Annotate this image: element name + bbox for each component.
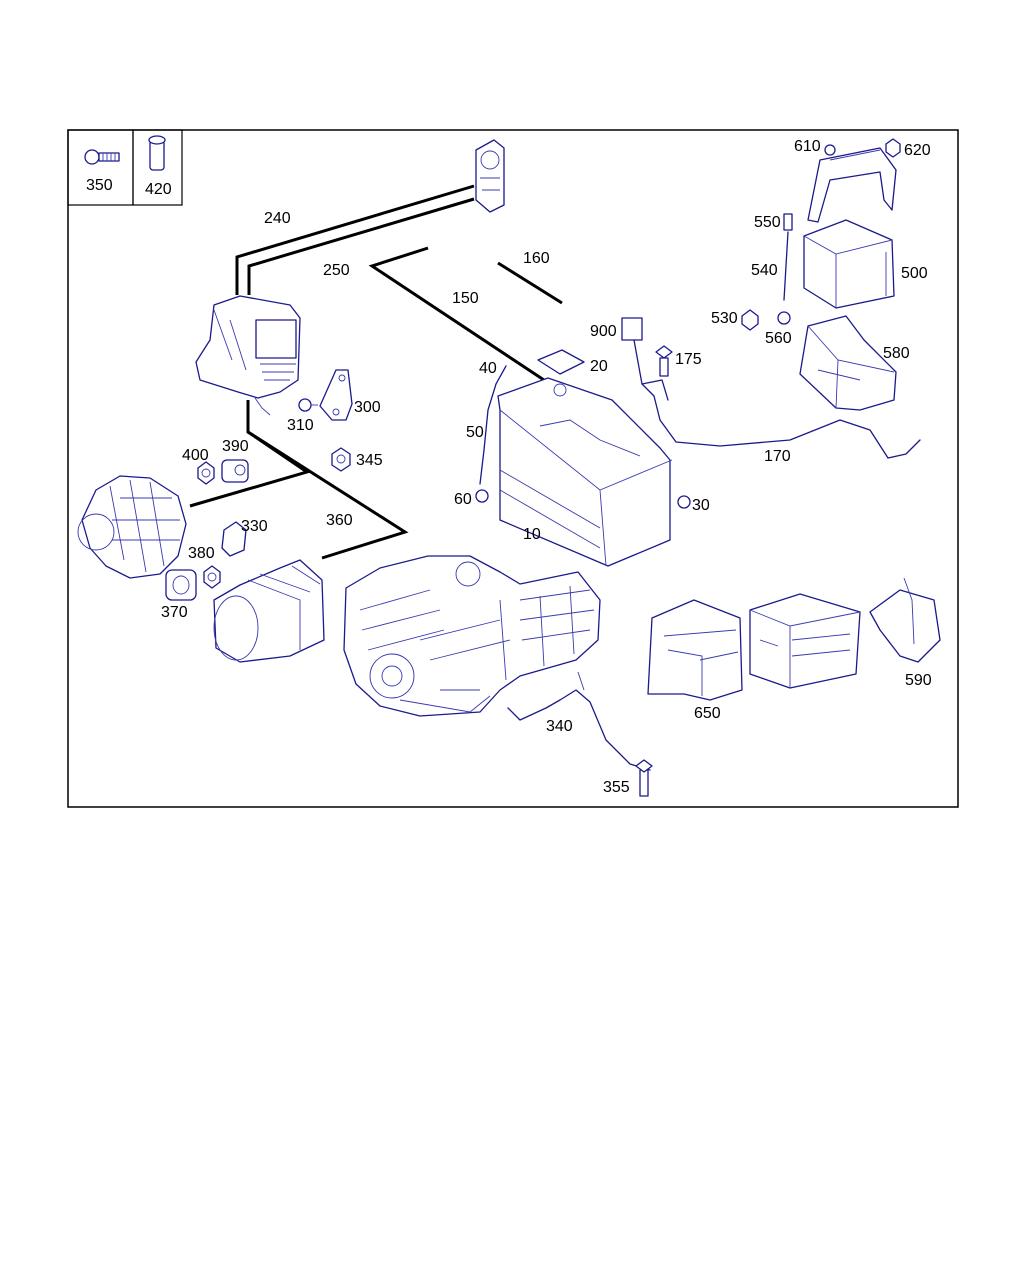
cable-icon[interactable] bbox=[621, 317, 921, 459]
fuse-box-icon[interactable] bbox=[195, 295, 301, 416]
callout-590: 590 bbox=[905, 672, 932, 689]
bolt-icon[interactable] bbox=[655, 345, 673, 377]
callout-340: 340 bbox=[546, 718, 573, 735]
bracket-icon[interactable] bbox=[869, 577, 941, 663]
diagram-frame bbox=[67, 129, 959, 808]
callout-50: 50 bbox=[466, 424, 484, 441]
bolt-icon[interactable] bbox=[777, 213, 793, 325]
callout-60: 60 bbox=[454, 491, 472, 508]
callout-240: 240 bbox=[264, 210, 291, 227]
tray-icon[interactable] bbox=[799, 315, 897, 411]
battery-icon[interactable] bbox=[749, 593, 861, 689]
bolt-icon[interactable] bbox=[635, 759, 653, 797]
cable-icon[interactable] bbox=[507, 671, 651, 771]
callout-560: 560 bbox=[765, 330, 792, 347]
cable-icon[interactable] bbox=[475, 365, 507, 503]
callout-40: 40 bbox=[479, 360, 497, 377]
callout-250: 250 bbox=[323, 262, 350, 279]
leader-lines bbox=[189, 184, 563, 560]
callout-610: 610 bbox=[794, 138, 821, 155]
callout-900: 900 bbox=[590, 323, 617, 340]
callout-20: 20 bbox=[590, 358, 608, 375]
callout-650: 650 bbox=[694, 705, 721, 722]
callout-370: 370 bbox=[161, 604, 188, 621]
callout-30: 30 bbox=[692, 497, 710, 514]
sleeve-icon[interactable] bbox=[165, 569, 197, 601]
cover-icon[interactable] bbox=[647, 599, 743, 701]
alternator-icon[interactable] bbox=[77, 475, 187, 579]
callout-355: 355 bbox=[603, 779, 630, 796]
relay-bracket-icon[interactable] bbox=[475, 139, 505, 213]
bolt-icon[interactable] bbox=[84, 149, 120, 165]
callout-310: 310 bbox=[287, 417, 314, 434]
callout-360: 360 bbox=[326, 512, 353, 529]
battery-icon[interactable] bbox=[803, 219, 895, 309]
callout-400: 400 bbox=[182, 447, 209, 464]
nut-icon[interactable] bbox=[741, 309, 759, 331]
sleeve-icon[interactable] bbox=[221, 459, 249, 483]
nut-icon[interactable] bbox=[331, 447, 351, 472]
callout-420: 420 bbox=[145, 181, 172, 198]
terminal-icon[interactable] bbox=[221, 521, 247, 557]
callout-620: 620 bbox=[904, 142, 931, 159]
nut-icon[interactable] bbox=[298, 398, 318, 412]
nut-icon[interactable] bbox=[203, 565, 221, 589]
cover-icon[interactable] bbox=[537, 349, 585, 375]
callout-345: 345 bbox=[356, 452, 383, 469]
callout-390: 390 bbox=[222, 438, 249, 455]
callout-540: 540 bbox=[751, 262, 778, 279]
callout-10: 10 bbox=[523, 526, 541, 543]
engine-icon[interactable] bbox=[343, 555, 601, 717]
callout-170: 170 bbox=[764, 448, 791, 465]
callout-580: 580 bbox=[883, 345, 910, 362]
callout-175: 175 bbox=[675, 351, 702, 368]
nut-icon[interactable] bbox=[677, 495, 691, 509]
callout-380: 380 bbox=[188, 545, 215, 562]
nut-icon[interactable] bbox=[824, 144, 836, 156]
callout-500: 500 bbox=[901, 265, 928, 282]
sleeve-icon[interactable] bbox=[148, 135, 166, 171]
nut-icon[interactable] bbox=[885, 138, 901, 158]
battery-icon[interactable] bbox=[497, 377, 673, 567]
callout-160: 160 bbox=[523, 250, 550, 267]
starter-icon[interactable] bbox=[213, 559, 325, 663]
callout-550: 550 bbox=[754, 214, 781, 231]
callout-150: 150 bbox=[452, 290, 479, 307]
bracket-icon[interactable] bbox=[807, 147, 897, 223]
bracket-icon[interactable] bbox=[319, 369, 353, 421]
callout-350: 350 bbox=[86, 177, 113, 194]
small-parts-box-420 bbox=[132, 129, 183, 206]
nut-icon[interactable] bbox=[197, 461, 215, 485]
callout-330: 330 bbox=[241, 518, 268, 535]
callout-300: 300 bbox=[354, 399, 381, 416]
callout-530: 530 bbox=[711, 310, 738, 327]
